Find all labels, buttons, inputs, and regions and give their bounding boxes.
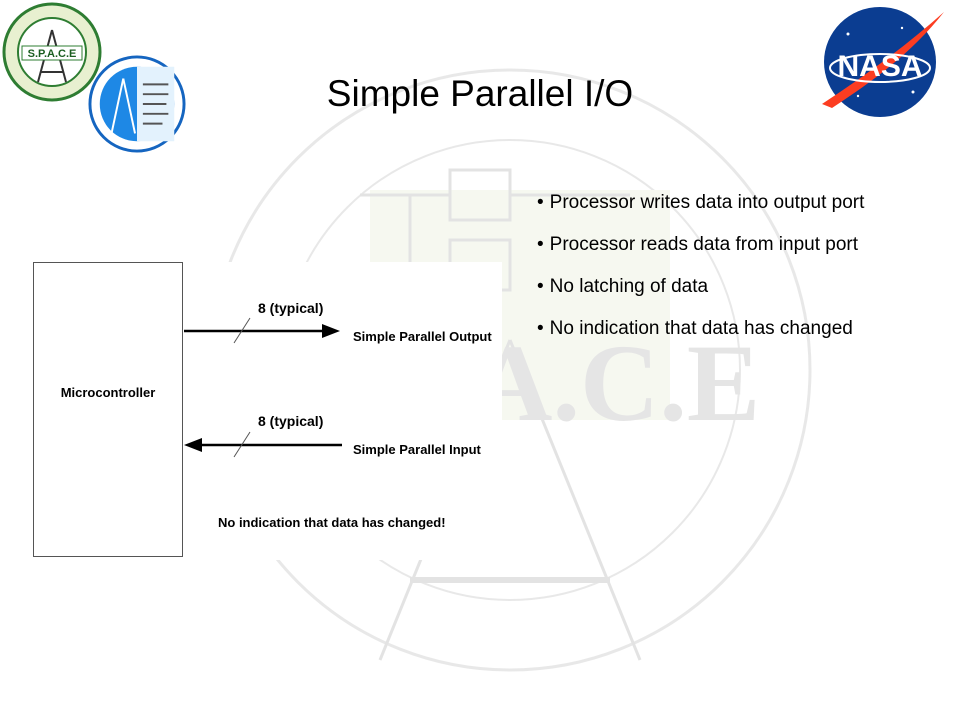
nasa-logo: NASA	[822, 7, 944, 117]
microcontroller-label: Microcontroller	[60, 385, 156, 400]
space-logo: S.P.A.C.E	[2, 2, 102, 102]
output-width-label: 8 (typical)	[258, 300, 324, 316]
input-port-label: Simple Parallel Input	[353, 442, 481, 457]
input-bus-slash	[233, 431, 251, 458]
microcontroller-box	[33, 262, 183, 557]
slide-title: Simple Parallel I/O	[326, 73, 634, 114]
diagram-note: No indication that data has changed!	[218, 515, 446, 530]
diagram-background	[182, 262, 502, 560]
nasa-logo-text: NASA	[837, 50, 922, 83]
bullet-list: Processor writes data into output port P…	[537, 190, 865, 358]
input-arrowhead	[184, 438, 202, 452]
bullet-item: Processor reads data from input port	[537, 232, 864, 258]
output-bus-slash	[233, 317, 251, 344]
space-logo-text: S.P.A.C.E	[28, 48, 77, 60]
department-seal-logo	[88, 55, 186, 153]
output-port-label: Simple Parallel Output	[353, 329, 492, 344]
bullet-item: No latching of data	[537, 274, 864, 300]
bullet-item: Processor writes data into output port	[537, 190, 865, 216]
output-arrowhead	[322, 324, 340, 338]
input-width-label: 8 (typical)	[258, 413, 324, 429]
bullet-item: No indication that data has changed	[537, 316, 864, 342]
